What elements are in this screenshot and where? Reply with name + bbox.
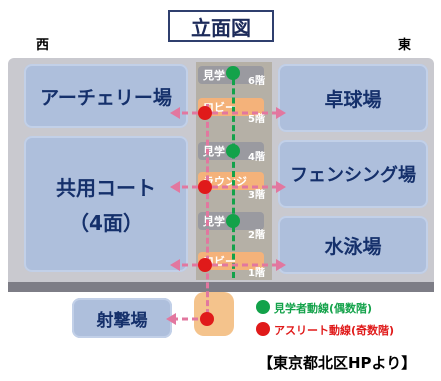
athlete-dot-3f <box>198 180 212 194</box>
floor-3-label: ラウンジ <box>203 175 247 188</box>
legend-spectator-text: 見学者動線(偶数階) <box>274 302 373 315</box>
arrow-5f-west-head <box>170 107 180 119</box>
direction-east: 東 <box>398 38 412 53</box>
legend-spectator-dot <box>256 300 270 314</box>
room-common-court-count: （4面） <box>69 211 143 235</box>
spectator-dot-2f <box>226 214 240 228</box>
athlete-dot-5f <box>198 106 212 120</box>
athlete-dot-1f <box>198 258 212 272</box>
room-swimming: 水泳場 <box>278 216 428 274</box>
floor-6-label: 見学 <box>203 69 225 82</box>
room-common-court-name: 共用コート <box>56 176 156 200</box>
spectator-dot-4f <box>226 144 240 158</box>
arrow-1f-west-head <box>170 259 180 271</box>
floor-4-number: 4階 <box>248 152 265 163</box>
ground-line <box>8 282 434 292</box>
spectator-dot-6f <box>226 66 240 80</box>
room-table-tennis: 卓球場 <box>278 64 428 132</box>
room-fencing: フェンシング場 <box>278 140 428 208</box>
arrow-shooting-head <box>166 313 176 325</box>
floor-1-number: 1階 <box>248 268 265 279</box>
room-shooting: 射撃場 <box>72 298 172 338</box>
floor-3-number: 3階 <box>248 190 265 201</box>
athlete-dot-shooting <box>200 312 214 326</box>
room-archery: アーチェリー場 <box>24 64 188 128</box>
floor-5-number: 5階 <box>248 114 265 125</box>
arrow-3f-east-head <box>276 181 286 193</box>
legend-athlete-text: アスリート動線(奇数階) <box>274 324 395 337</box>
athlete-route-line <box>206 104 209 324</box>
source-credit: 【東京都北区HPより】 <box>258 354 417 372</box>
diagram-title: 立面図 <box>168 10 274 42</box>
legend-athlete-dot <box>256 322 270 336</box>
room-common-court: 共用コート （4面） <box>24 136 188 272</box>
arrow-1f-east-head <box>276 259 286 271</box>
arrow-3f-west-head <box>170 181 180 193</box>
direction-west: 西 <box>36 38 50 53</box>
spectator-route-line <box>232 70 235 278</box>
arrow-5f-east-head <box>276 107 286 119</box>
floor-6-number: 6階 <box>248 76 265 87</box>
floor-2-number: 2階 <box>248 230 265 241</box>
